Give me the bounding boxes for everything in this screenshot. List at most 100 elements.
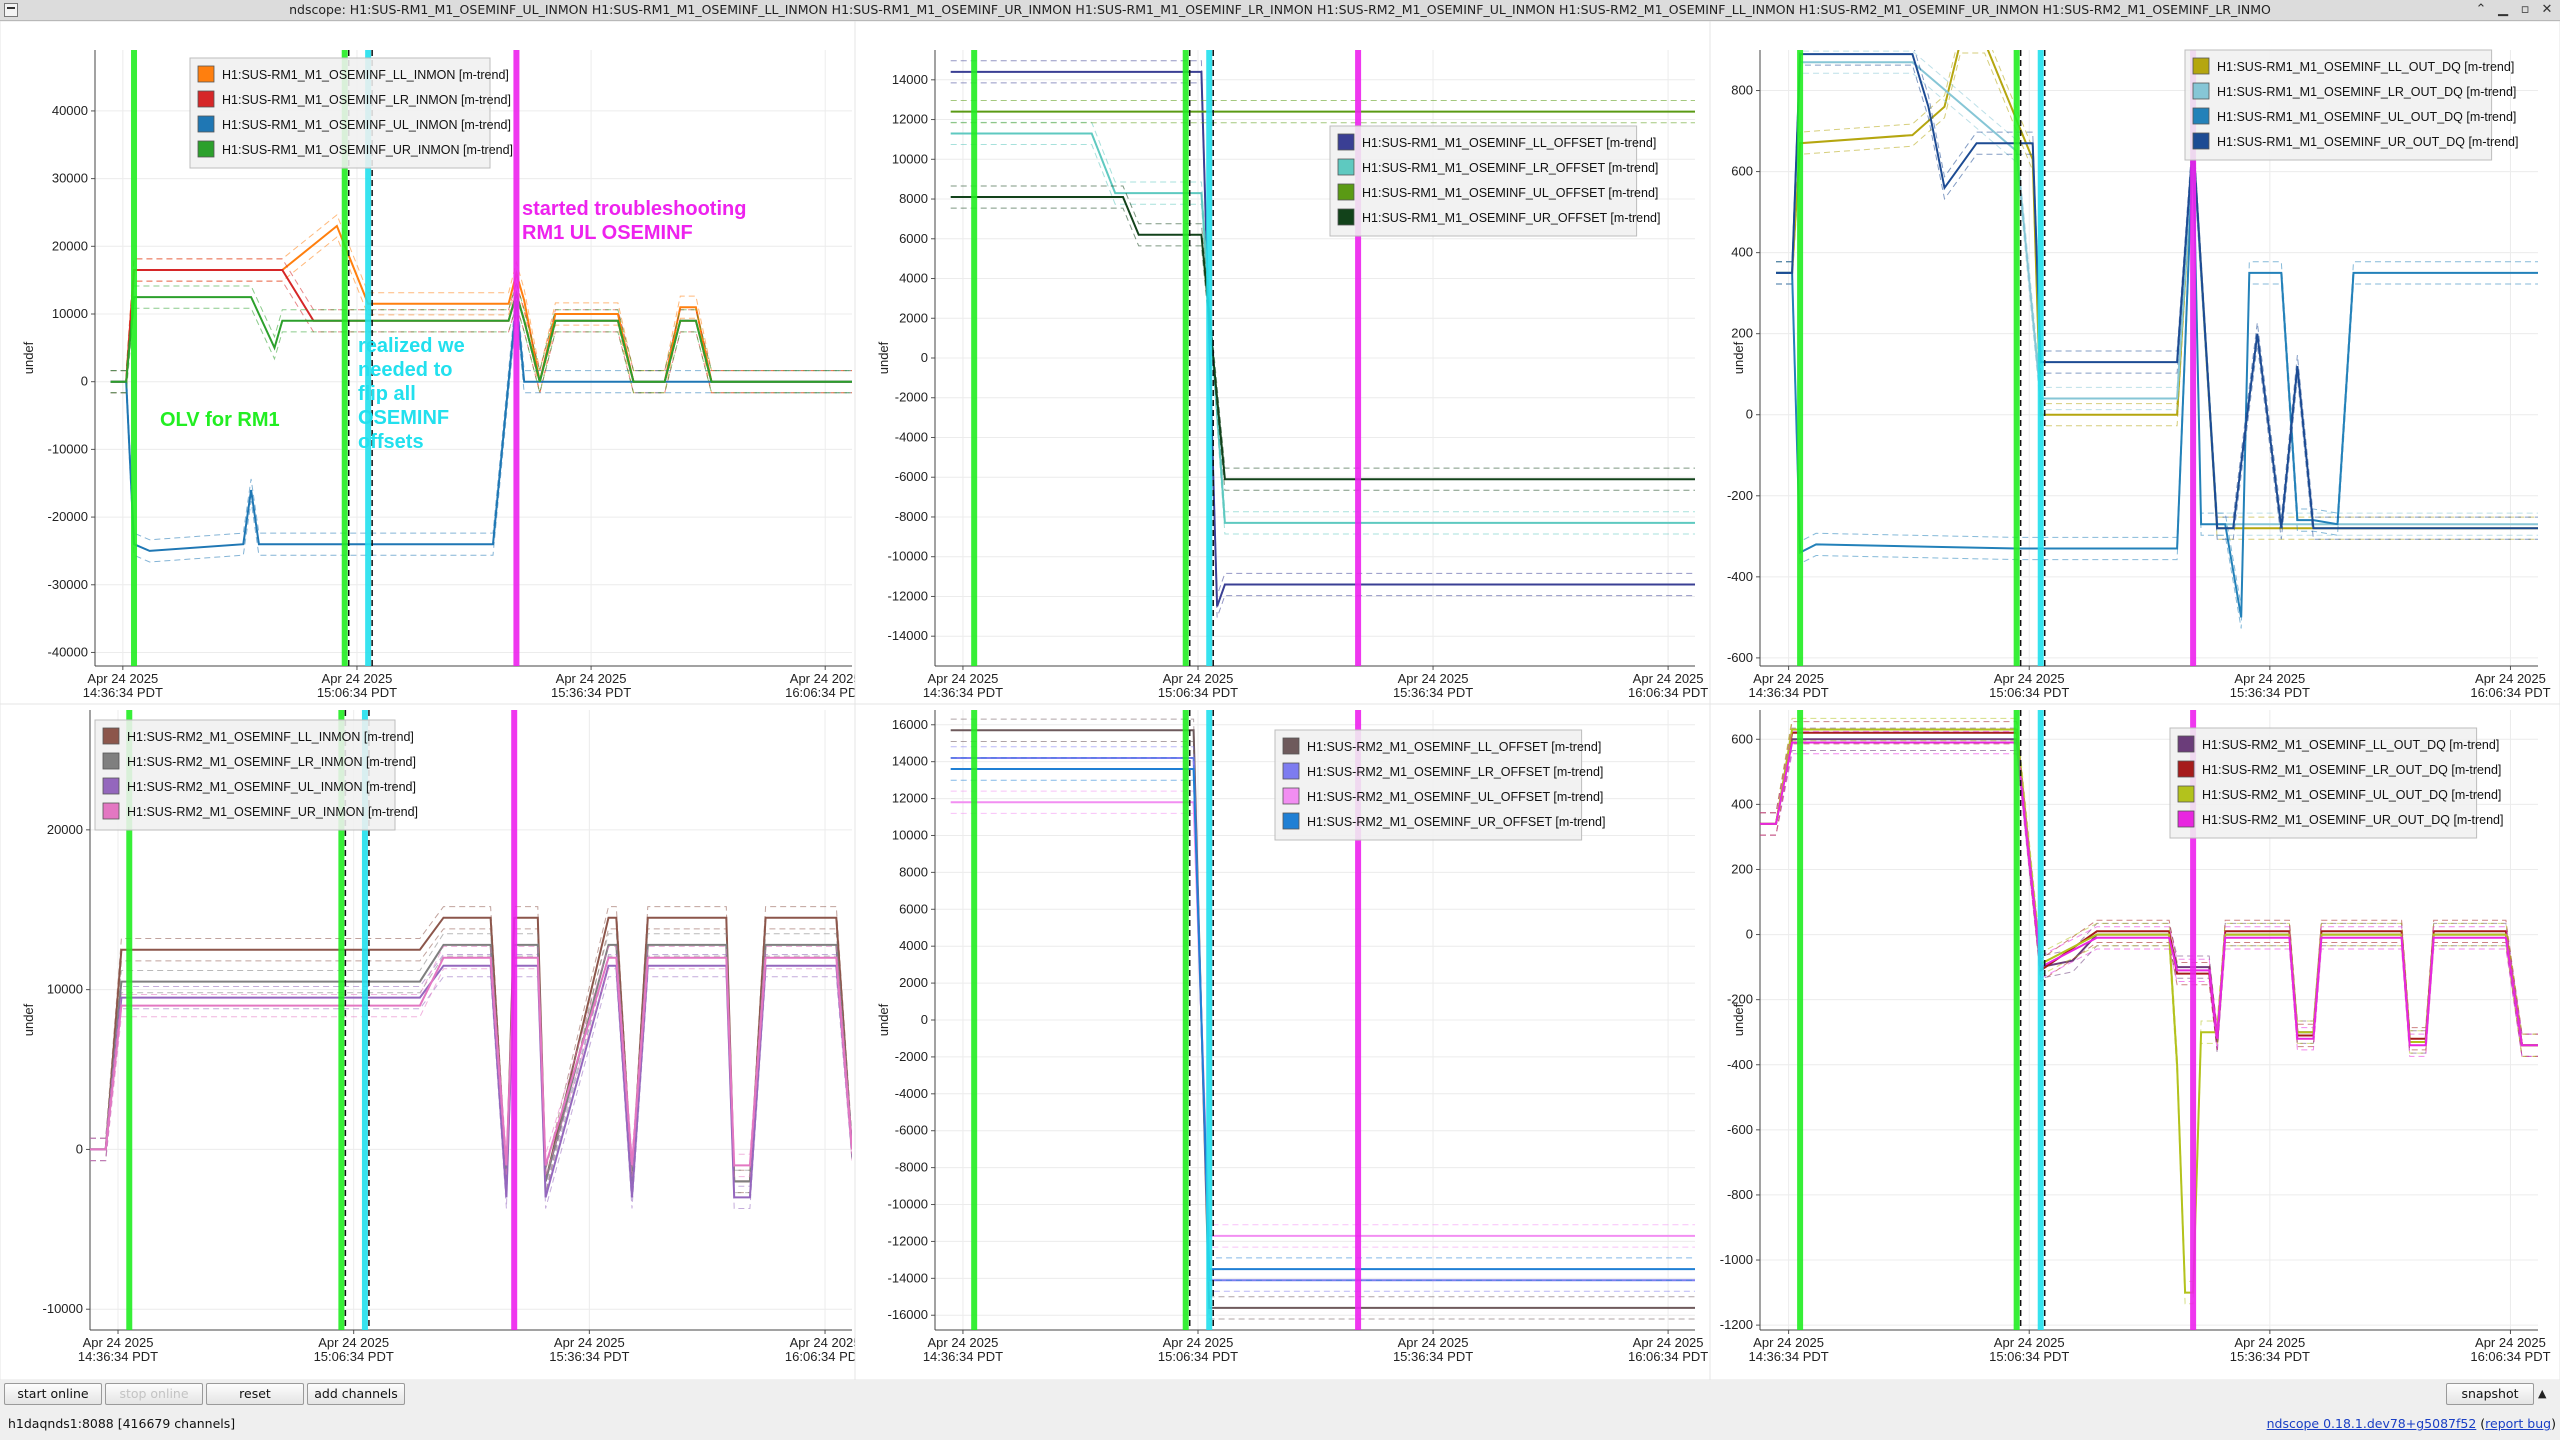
series-min-trace: [1776, 52, 2538, 540]
x-tick-time: 15:06:34 PDT: [314, 1349, 394, 1364]
x-tick-date: Apr 24 2025: [322, 671, 393, 686]
y-tick-label: -600: [1727, 650, 1753, 665]
legend-item-label: H1:SUS-RM1_M1_OSEMINF_UR_OFFSET [m-trend…: [1362, 211, 1660, 225]
legend-item-label: H1:SUS-RM2_M1_OSEMINF_UR_OFFSET [m-trend…: [1307, 815, 1605, 829]
plot-5[interactable]: -16000-14000-12000-10000-8000-6000-4000-…: [854, 703, 1711, 1380]
y-tick-label: -12000: [888, 588, 928, 603]
legend-swatch: [2192, 132, 2210, 150]
plot-1[interactable]: -40000-30000-20000-100000100002000030000…: [0, 21, 865, 705]
x-tick-date: Apr 24 2025: [1994, 1335, 2065, 1350]
y-tick-label: -400: [1727, 569, 1753, 584]
legend-item-label: H1:SUS-RM1_M1_OSEMINF_LL_INMON [m-trend]: [222, 68, 509, 82]
y-tick-label: -10000: [888, 549, 928, 564]
x-tick-date: Apr 24 2025: [1633, 671, 1704, 686]
x-tick-date: Apr 24 2025: [928, 1335, 999, 1350]
series-line[interactable]: [1776, 147, 2538, 618]
status-text: h1daqnds1:8088 [416679 channels]: [8, 1416, 236, 1431]
series-min-trace: [950, 812, 1695, 1248]
stop-online-button[interactable]: stop online: [105, 1383, 203, 1405]
legend-item-label: H1:SUS-RM2_M1_OSEMINF_LR_INMON [m-trend]: [127, 755, 416, 769]
series-line[interactable]: [950, 132, 1695, 524]
snapshot-button[interactable]: snapshot: [2446, 1383, 2534, 1405]
y-tick-label: 4000: [899, 938, 928, 953]
y-axis-label: undef: [876, 1003, 891, 1036]
legend-swatch: [2177, 785, 2195, 803]
keep-above-icon[interactable]: ⌃: [2475, 2, 2487, 17]
series-line[interactable]: [950, 768, 1695, 1271]
close-icon[interactable]: ✕: [2541, 2, 2553, 17]
y-tick-label: 12000: [892, 791, 928, 806]
y-tick-label: -14000: [888, 1270, 928, 1285]
series-max-trace: [110, 280, 852, 372]
x-tick-date: Apr 24 2025: [1753, 671, 1824, 686]
y-tick-label: 6000: [899, 231, 928, 246]
y-tick-label: -14000: [888, 628, 928, 643]
series-min-trace: [110, 236, 852, 394]
y-axis-label: undef: [876, 341, 891, 374]
legend-swatch: [1337, 183, 1355, 201]
legend-item-label: H1:SUS-RM2_M1_OSEMINF_LR_OUT_DQ [m-trend…: [2202, 763, 2501, 777]
report-bug-link[interactable]: report bug: [2485, 1416, 2552, 1431]
y-tick-label: -6000: [895, 469, 928, 484]
series-line[interactable]: [110, 290, 852, 383]
y-tick-label: 0: [921, 350, 928, 365]
y-tick-label: 8000: [899, 191, 928, 206]
legend[interactable]: H1:SUS-RM2_M1_OSEMINF_LL_INMON [m-trend]…: [94, 719, 418, 831]
series-max-trace: [110, 289, 852, 541]
x-tick-time: 15:36:34 PDT: [2230, 685, 2310, 700]
x-tick-time: 14:36:34 PDT: [1748, 685, 1828, 700]
start-online-button[interactable]: start online: [4, 1383, 102, 1405]
legend-swatch: [1337, 158, 1355, 176]
y-tick-label: 0: [81, 374, 88, 389]
y-tick-label: -2000: [895, 390, 928, 405]
plot-grid[interactable]: -40000-30000-20000-100000100002000030000…: [0, 21, 2560, 1380]
x-tick-date: Apr 24 2025: [928, 671, 999, 686]
legend-swatch: [2177, 735, 2195, 753]
add-channels-button[interactable]: add channels: [307, 1383, 405, 1405]
maximize-icon[interactable]: ▫: [2520, 2, 2530, 17]
series-line[interactable]: [1760, 741, 2538, 1047]
y-tick-label: -1000: [1720, 1252, 1753, 1267]
series-max-trace: [110, 214, 852, 372]
y-tick-label: 40000: [52, 103, 88, 118]
legend-swatch: [2177, 760, 2195, 778]
legend[interactable]: H1:SUS-RM1_M1_OSEMINF_LL_OFFSET [m-trend…: [1329, 125, 1660, 237]
legend[interactable]: H1:SUS-RM2_M1_OSEMINF_LL_OUT_DQ [m-trend…: [2169, 727, 2503, 839]
reset-button[interactable]: reset: [206, 1383, 304, 1405]
plot-2[interactable]: -14000-12000-10000-8000-6000-4000-200002…: [854, 21, 1711, 705]
x-tick-date: Apr 24 2025: [2475, 671, 2546, 686]
legend-swatch: [2192, 82, 2210, 100]
x-tick-date: Apr 24 2025: [1398, 1335, 1469, 1350]
y-tick-label: -4000: [895, 1086, 928, 1101]
x-tick-date: Apr 24 2025: [1163, 671, 1234, 686]
series-min-trace: [950, 144, 1695, 535]
y-tick-label: -16000: [888, 1307, 928, 1322]
y-tick-label: -10000: [48, 441, 88, 456]
series-line[interactable]: [90, 956, 852, 1167]
series-line[interactable]: [950, 196, 1695, 481]
legend[interactable]: H1:SUS-RM1_M1_OSEMINF_LL_OUT_DQ [m-trend…: [2184, 49, 2518, 161]
legend-box: [2184, 49, 2493, 161]
x-tick-time: 15:06:34 PDT: [1158, 1349, 1238, 1364]
version-link[interactable]: ndscope 0.18.1.dev78+g5087f52: [2266, 1416, 2477, 1431]
legend-swatch: [1282, 737, 1300, 755]
plot-6[interactable]: -1200-1000-800-600-400-2000200400600Apr …: [1709, 703, 2560, 1380]
title-bar[interactable]: ndscope: H1:SUS-RM1_M1_OSEMINF_UL_INMON …: [0, 0, 2560, 21]
y-tick-label: -12000: [888, 1233, 928, 1248]
minimize-icon[interactable]: ▁: [2498, 2, 2508, 17]
series-line[interactable]: [1776, 53, 2538, 530]
legend[interactable]: H1:SUS-RM1_M1_OSEMINF_LL_INMON [m-trend]…: [189, 57, 513, 169]
y-tick-label: 20000: [52, 238, 88, 253]
series-max-trace: [1776, 136, 2538, 607]
x-tick-time: 15:36:34 PDT: [549, 1349, 629, 1364]
series-line[interactable]: [950, 70, 1695, 607]
collapse-icon[interactable]: ▲: [2538, 1387, 2547, 1400]
y-tick-label: 400: [1731, 245, 1753, 260]
legend[interactable]: H1:SUS-RM2_M1_OSEMINF_LL_OFFSET [m-trend…: [1274, 729, 1605, 841]
x-tick-time: 16:06:34 PDT: [1628, 685, 1708, 700]
legend-swatch: [102, 802, 120, 820]
x-tick-time: 14:36:34 PDT: [1748, 1349, 1828, 1364]
